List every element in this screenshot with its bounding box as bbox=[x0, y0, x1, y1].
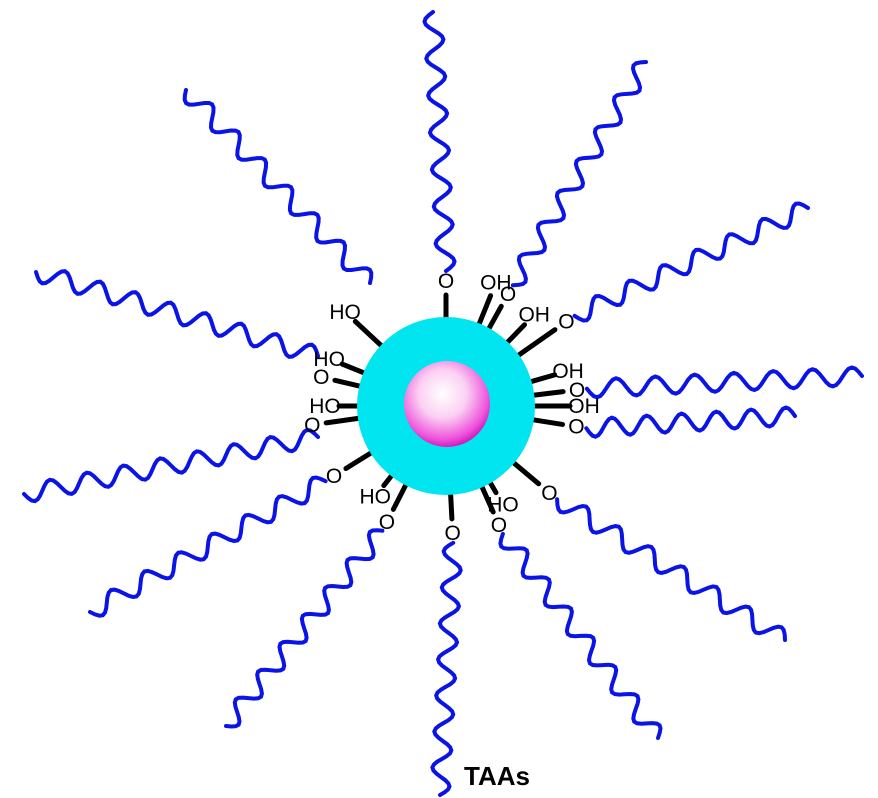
polymer-chain bbox=[425, 12, 455, 271]
bond-line bbox=[531, 419, 563, 424]
bond-line bbox=[393, 483, 407, 510]
bond-line bbox=[326, 418, 361, 423]
ester-oxygen-label: O bbox=[326, 465, 342, 488]
ester-oxygen-label: O bbox=[568, 416, 584, 439]
hydroxyl-label: HO bbox=[329, 301, 361, 324]
ester-oxygen-label: O bbox=[444, 522, 460, 545]
polymer-chain bbox=[185, 90, 372, 283]
hydroxyl-label: OH bbox=[568, 395, 600, 418]
bond-line bbox=[531, 392, 563, 396]
ester-oxygen-label: O bbox=[379, 511, 395, 534]
polymer-chain bbox=[586, 408, 795, 437]
bond-line bbox=[451, 492, 452, 519]
bond-line bbox=[512, 461, 539, 483]
diagram-caption: TAAs bbox=[464, 761, 530, 791]
polymer-chain bbox=[24, 430, 318, 501]
bond-line bbox=[355, 321, 383, 347]
polymer-chain bbox=[500, 534, 660, 738]
bond-line bbox=[488, 306, 502, 330]
ester-oxygen-label: O bbox=[500, 283, 516, 306]
ester-oxygen-label: O bbox=[541, 482, 557, 505]
hydroxyl-label: HO bbox=[487, 494, 519, 517]
bond-line bbox=[478, 296, 490, 327]
bond-line bbox=[346, 452, 373, 469]
polymer-chain bbox=[557, 499, 785, 640]
polymer-chain bbox=[575, 204, 808, 321]
polymer-chain bbox=[432, 543, 460, 795]
hydroxyl-label: OH bbox=[518, 304, 550, 327]
bond-line bbox=[506, 325, 525, 344]
polymer-chain bbox=[90, 478, 326, 616]
bond-line bbox=[516, 330, 555, 357]
hydroxyl-label: HO bbox=[359, 486, 391, 509]
bond-line bbox=[335, 380, 362, 386]
polymer-chain bbox=[36, 271, 318, 357]
bond-line bbox=[529, 375, 555, 382]
ester-oxygen-label: O bbox=[491, 514, 507, 537]
ester-oxygen-label: O bbox=[304, 414, 320, 437]
polymer-chain bbox=[587, 368, 862, 398]
ester-oxygen-label: O bbox=[558, 311, 574, 334]
ester-oxygen-label: O bbox=[438, 270, 454, 293]
bond-line bbox=[342, 364, 366, 374]
polymer-chain bbox=[513, 62, 646, 285]
nanoparticle-core bbox=[404, 361, 490, 447]
ester-oxygen-label: O bbox=[313, 366, 329, 389]
polymer-chain bbox=[226, 530, 382, 726]
